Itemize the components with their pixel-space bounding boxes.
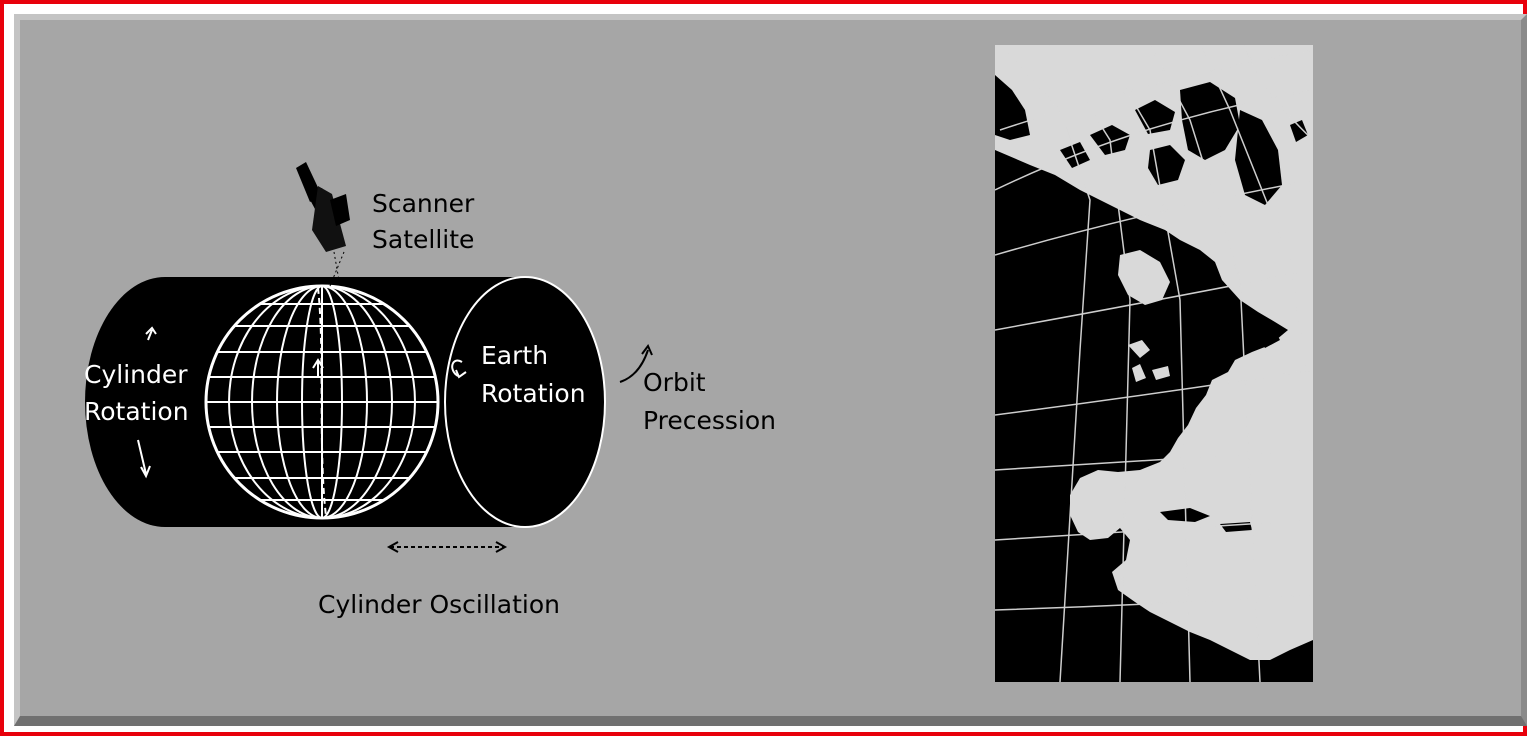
cylinder-label: Cylinder (84, 360, 188, 389)
satellite-label: Satellite (372, 225, 474, 254)
projection-diagram: Scanner Satellite Cylinder Rotation Eart… (84, 162, 776, 619)
cylinder-rotation-arrow-down-icon (137, 439, 151, 479)
scanner-label: Scanner (372, 189, 475, 218)
satellite-icon (296, 162, 350, 287)
cylinder-end-ellipse (444, 276, 606, 528)
earth-label: Earth (481, 341, 548, 370)
cylinder-oscillation-label: Cylinder Oscillation (318, 590, 560, 619)
cylinder-rotation-label: Rotation (84, 397, 189, 426)
north-america-map (995, 45, 1313, 682)
north-america-landmass (995, 150, 1313, 682)
earth-globe (204, 284, 440, 520)
oscillation-arrow-icon (386, 541, 508, 553)
precession-label: Precession (643, 406, 776, 435)
orbit-precession-arrow-icon (619, 344, 653, 383)
earth-rotation-arrow-icon (451, 359, 467, 379)
earth-rotation-label: Rotation (481, 379, 586, 408)
cylinder-rotation-arrow-up-icon (145, 326, 157, 341)
orbit-label: Orbit (643, 368, 706, 397)
